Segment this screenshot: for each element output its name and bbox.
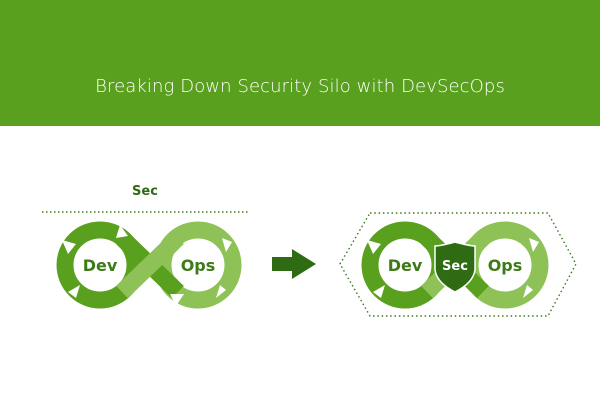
after-infinity-loop	[361, 221, 549, 309]
after-arrow-notch-3	[523, 285, 533, 298]
security-hexagon-outline	[339, 212, 577, 317]
after-arrow-notch-4	[529, 238, 539, 252]
before-devops-group: Sec Dev	[42, 184, 248, 309]
after-devsecops-group: Dev Sec Ops	[339, 212, 577, 317]
after-arrow-notch-2	[373, 285, 385, 298]
before-infinity-loop	[56, 221, 242, 309]
page-title: Breaking Down Security Silo with DevSecO…	[95, 76, 505, 97]
right-arrow-icon	[272, 249, 316, 279]
before-arrow-notch-5	[116, 225, 128, 238]
after-dev-center	[380, 240, 430, 290]
before-arrow-notch-1	[62, 240, 76, 254]
before-sec-label: Sec	[132, 184, 158, 199]
before-dev-label: Dev	[83, 256, 118, 275]
before-cross-band-b	[116, 231, 184, 299]
before-dev-center	[75, 240, 125, 290]
after-sec-label: Sec	[442, 259, 468, 274]
before-arrow-notch-3	[216, 285, 226, 298]
before-arrow-notch-6	[170, 294, 184, 306]
shield-icon	[434, 241, 476, 293]
after-ops-label: Ops	[488, 256, 523, 275]
before-ops-ring	[154, 221, 242, 309]
after-dev-label: Dev	[388, 256, 423, 275]
before-ops-center	[173, 240, 223, 290]
before-arrow-notch-2	[68, 285, 80, 298]
after-ops-center	[480, 240, 530, 290]
before-arrow-notch-4	[222, 238, 232, 252]
before-dev-ring	[56, 221, 144, 309]
before-ops-label: Ops	[181, 256, 216, 275]
header-banner: Breaking Down Security Silo with DevSecO…	[0, 0, 600, 126]
after-arrow-notch-1	[367, 240, 381, 254]
